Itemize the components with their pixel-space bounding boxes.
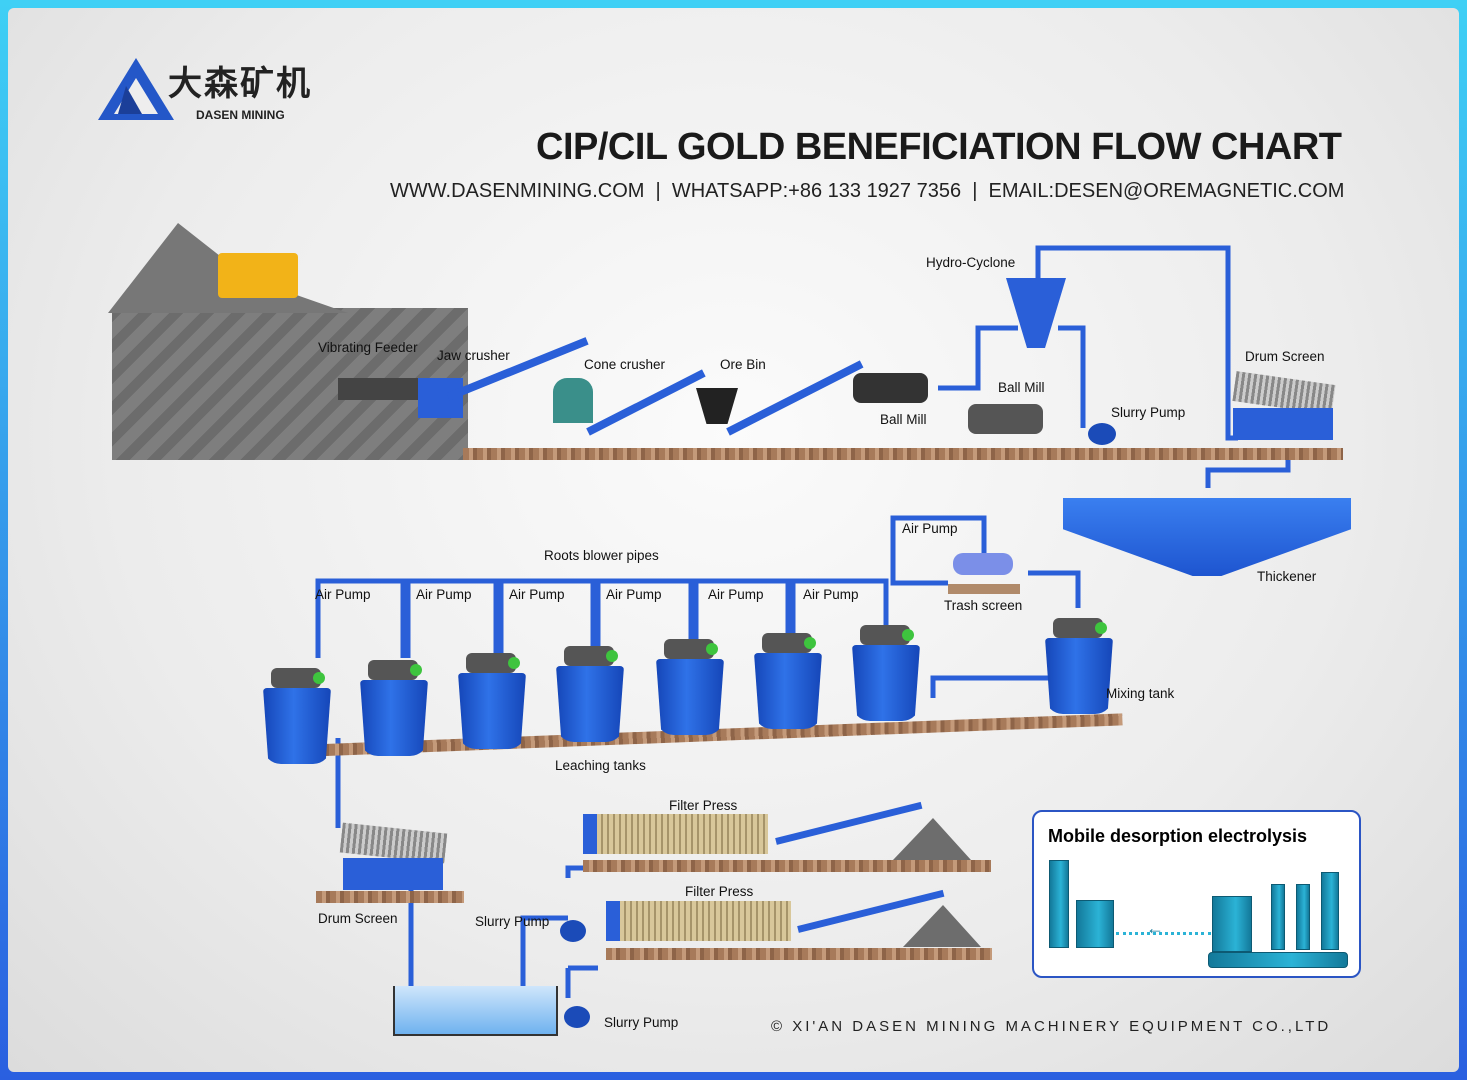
agitator-motor-icon <box>860 625 914 645</box>
drum-screen-base <box>343 858 443 890</box>
label-cone-crusher: Cone crusher <box>584 357 666 372</box>
label-ball-mill-2: Ball Mill <box>998 380 1045 395</box>
leaching-tank-icon <box>556 666 624 742</box>
label-thickener: Thickener <box>1257 569 1317 584</box>
slurry-pump-icon <box>560 920 586 942</box>
tailings-pile-icon <box>903 905 981 947</box>
label-air-pump: Air Pump <box>803 587 859 602</box>
agitator-motor-icon <box>664 639 718 659</box>
slurry-pump-icon <box>1088 423 1116 445</box>
label-mixing-tank: Mixing tank <box>1106 686 1175 701</box>
ground-strip <box>463 448 1343 460</box>
agitator-motor-icon <box>762 633 816 653</box>
leaching-tank-icon <box>458 673 526 749</box>
label-air-pump: Air Pump <box>416 587 472 602</box>
cone-crusher-icon <box>553 378 593 423</box>
ball-mill-1-icon <box>853 373 928 403</box>
leaching-tank-icon <box>656 659 724 735</box>
label-air-pump: Air Pump <box>315 587 371 602</box>
label-drum-screen: Drum Screen <box>1245 349 1325 364</box>
desorption-tank <box>1212 896 1252 952</box>
label-air-pump: Air Pump <box>708 587 764 602</box>
contact-line: WWW.DASENMINING.COM | WHATSAPP:+86 133 1… <box>390 180 1345 202</box>
label-air-pump: Air Pump <box>509 587 565 602</box>
label-slurry-pump: Slurry Pump <box>1111 405 1186 420</box>
arrow-left-icon: ← <box>1146 918 1164 938</box>
agitator-motor-icon <box>1053 618 1107 638</box>
label-drum-screen-2: Drum Screen <box>318 911 398 926</box>
copyright: © XI'AN DASEN MINING MACHINERY EQUIPMENT… <box>771 1018 1332 1035</box>
label-air-pump-top: Air Pump <box>902 521 958 536</box>
ball-mill-2-icon <box>968 404 1043 434</box>
slurry-pump-icon <box>564 1006 590 1028</box>
brand-name-cn: 大森矿机 <box>168 64 312 104</box>
label-jaw-crusher: Jaw crusher <box>437 348 510 363</box>
label-slurry-pump-2: Slurry Pump <box>604 1015 679 1030</box>
dasen-logo-icon <box>98 58 174 120</box>
agitator-motor-icon <box>368 660 422 680</box>
electrolysis-column <box>1049 860 1069 948</box>
jaw-crusher-icon <box>418 378 463 418</box>
flow-line <box>1116 932 1211 935</box>
desorption-column <box>1271 884 1285 950</box>
desorption-title: Mobile desorption electrolysis <box>1048 826 1308 846</box>
label-filter-press-1: Filter Press <box>669 798 738 813</box>
brand-name-en: DASEN MINING <box>196 108 285 122</box>
label-air-pump: Air Pump <box>606 587 662 602</box>
ground-strip <box>583 860 991 872</box>
drum-screen-base <box>1233 408 1333 440</box>
flow-chart-canvas: 大森矿机 DASEN MINING CIP/CIL GOLD BENEFICIA… <box>8 8 1459 1072</box>
dump-truck-icon <box>218 253 298 298</box>
leaching-tank-icon <box>360 680 428 756</box>
tailings-pile-icon <box>893 818 971 860</box>
trash-screen-icon <box>953 553 1013 575</box>
desorption-panel: Mobile desorption electrolysis ← <box>1032 810 1361 978</box>
page-title: CIP/CIL GOLD BENEFICIATION FLOW CHART <box>536 126 1342 168</box>
mixing-tank-icon <box>1045 638 1113 714</box>
electrolysis-cell <box>1076 900 1114 948</box>
label-ball-mill-1: Ball Mill <box>880 412 927 427</box>
ground-strip <box>316 891 464 903</box>
label-roots-blower-pipes: Roots blower pipes <box>544 548 659 563</box>
agitator-motor-icon <box>466 653 520 673</box>
trash-screen-base <box>948 584 1020 594</box>
label-leaching-tanks: Leaching tanks <box>555 758 646 773</box>
vibrating-feeder-icon <box>338 378 418 400</box>
filter-press-2-icon <box>606 901 791 941</box>
pipes-network <box>315 245 1291 998</box>
agitator-motor-icon <box>271 668 325 688</box>
label-filter-press-2: Filter Press <box>685 884 754 899</box>
ground-strip <box>606 948 992 960</box>
desorption-column <box>1321 872 1339 950</box>
label-slurry-pump-1: Slurry Pump <box>475 914 550 929</box>
leaching-tank-icon <box>852 645 920 721</box>
leaching-tank-icon <box>263 688 331 764</box>
water-pool <box>393 986 558 1036</box>
equipment-skid <box>1208 952 1348 968</box>
label-vibrating-feeder: Vibrating Feeder <box>318 340 418 355</box>
label-trash-screen: Trash screen <box>944 598 1023 613</box>
desorption-column <box>1296 884 1310 950</box>
label-ore-bin: Ore Bin <box>720 357 766 372</box>
agitator-motor-icon <box>564 646 618 666</box>
label-hydro-cyclone: Hydro-Cyclone <box>926 255 1016 270</box>
filter-press-1-icon <box>583 814 768 854</box>
leaching-tank-icon <box>754 653 822 729</box>
